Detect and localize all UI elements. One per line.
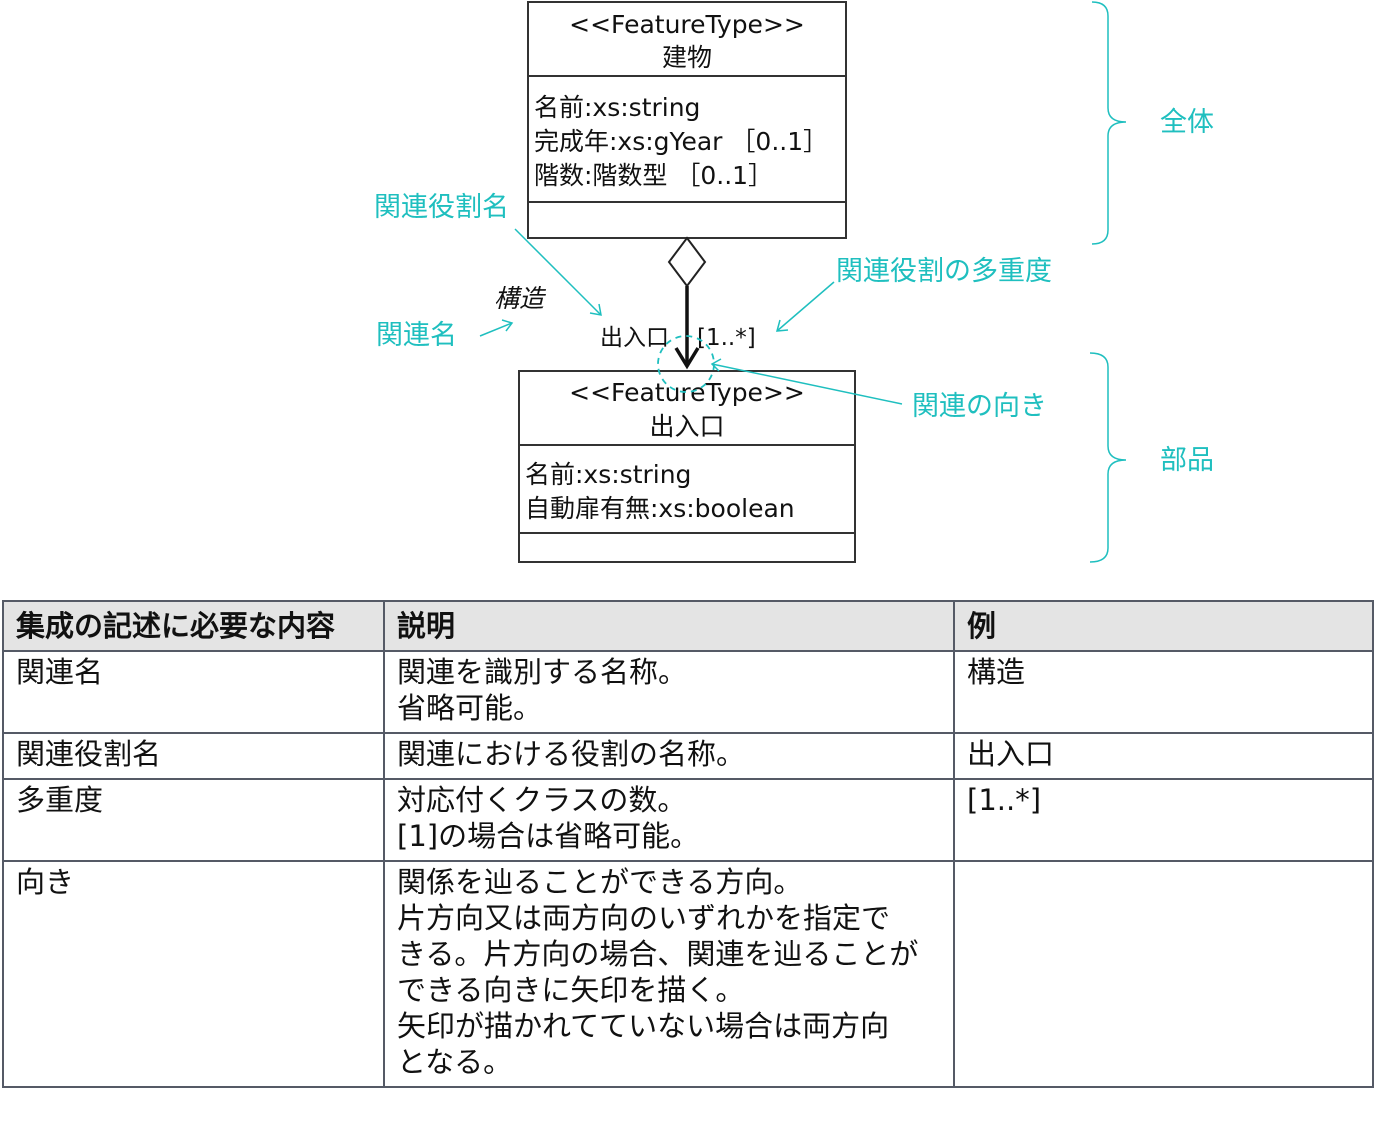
part-class-attribute: 自動扉有無:xs:boolean <box>525 494 795 523</box>
multiplicity: [1..*] <box>697 325 756 351</box>
column-header-item: 集成の記述に必要な内容 <box>2 600 385 652</box>
cell-description: 関連を識別する名称。 省略可能。 <box>383 650 955 734</box>
cell-item: 関連役割名 <box>2 732 385 780</box>
whole-class-attribute: 名前:xs:string <box>534 93 700 122</box>
cell-item: 向き <box>2 860 385 1088</box>
annotations: 関連役割名 関連役割の多重度 関連名 関連の向き 全体 部品 <box>374 1 1214 563</box>
part-annotation: 部品 <box>1160 445 1214 476</box>
column-header-example: 例 <box>953 600 1374 652</box>
aggregation-association <box>667 236 707 370</box>
cell-example: [1..*] <box>953 778 1374 862</box>
direction-annotation: 関連の向き <box>912 391 1047 422</box>
table-row: 多重度 対応付くクラスの数。 [1]の場合は省略可能。 [1..*] <box>2 778 1374 862</box>
association-name-pointer <box>479 322 513 337</box>
part-brace <box>1089 352 1127 563</box>
part-class-attribute: 名前:xs:string <box>525 460 691 489</box>
part-class-box: <<FeatureType>> 出入口 名前:xs:string 自動扉有無:x… <box>518 370 856 563</box>
table-row: 関連名 関連を識別する名称。 省略可能。 構造 <box>2 650 1374 734</box>
role-name: 出入口 <box>600 325 669 351</box>
cell-example: 出入口 <box>953 732 1374 780</box>
multiplicity-annotation: 関連役割の多重度 <box>836 256 1052 287</box>
role-name-annotation: 関連役割名 <box>374 192 509 223</box>
whole-class-name: 建物 <box>662 43 712 72</box>
whole-annotation: 全体 <box>1160 107 1214 138</box>
column-header-description: 説明 <box>383 600 955 652</box>
multiplicity-pointer <box>776 281 835 332</box>
navigation-arrowhead <box>674 347 700 370</box>
part-class-name: 出入口 <box>649 412 724 441</box>
cell-item: 多重度 <box>2 778 385 862</box>
whole-brace <box>1091 1 1127 245</box>
direction-pointer <box>711 363 903 405</box>
cell-item: 関連名 <box>2 650 385 734</box>
aggregation-diagram: <<FeatureType>> 建物 名前:xs:string 完成年:xs:g… <box>374 1 1214 563</box>
table-header-row: 集成の記述に必要な内容 説明 例 <box>2 600 1374 652</box>
cell-description: 関係を辿ることができる方向。 片方向又は両方向のいずれかを指定で きる。片方向の… <box>383 860 955 1088</box>
aggregation-diamond <box>667 236 707 288</box>
whole-class-box: <<FeatureType>> 建物 名前:xs:string 完成年:xs:g… <box>527 1 847 239</box>
role-name-pointer <box>514 228 602 316</box>
cell-description: 対応付くクラスの数。 [1]の場合は省略可能。 <box>383 778 955 862</box>
whole-class-attribute: 完成年:xs:gYear ［0..1］ <box>534 127 828 156</box>
aggregation-spec-table: 集成の記述に必要な内容 説明 例 関連名 関連を識別する名称。 省略可能。 構造… <box>2 600 1374 1088</box>
table-row: 向き 関係を辿ることができる方向。 片方向又は両方向のいずれかを指定で きる。片… <box>2 860 1374 1088</box>
table-row: 関連役割名 関連における役割の名称。 出入口 <box>2 732 1374 780</box>
whole-class-attribute: 階数:階数型 ［0..1］ <box>534 161 773 190</box>
association-name: 構造 <box>494 284 547 313</box>
association-name-annotation: 関連名 <box>376 320 457 351</box>
cell-example <box>953 860 1374 1088</box>
cell-description: 関連における役割の名称。 <box>383 732 955 780</box>
part-class-stereotype: <<FeatureType>> <box>569 378 805 407</box>
cell-example: 構造 <box>953 650 1374 734</box>
whole-class-stereotype: <<FeatureType>> <box>569 10 805 39</box>
